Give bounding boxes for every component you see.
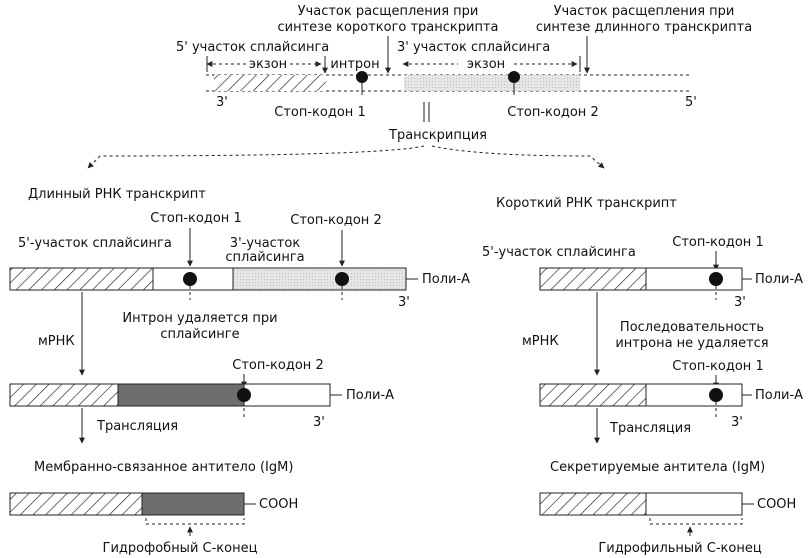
long-mrna-polyA-label: Поли-А	[346, 388, 394, 403]
gene-stop2-label: Стоп-кодон 2	[507, 105, 598, 120]
long-transcript-branch: Длинный РНК транскрипт Стоп-кодон 1 Стоп…	[9, 187, 470, 556]
transcription-branch-left	[87, 145, 425, 169]
short-mrna-stop1-marker	[709, 388, 723, 402]
short-transcript-branch: Короткий РНК транскрипт 5'-участок сплай…	[482, 196, 803, 556]
long-mrna-exon1	[9, 383, 119, 407]
short-mrna-polyA-label: Поли-А	[755, 388, 803, 403]
hydrophilic-terminus-label: Гидрофильный С-конец	[598, 541, 762, 556]
gene-stop1-label: Стоп-кодон 1	[274, 105, 365, 120]
short-polyA-label: Поли-А	[755, 272, 803, 287]
long-splice3-label-line2: сплайсинга	[225, 250, 304, 265]
long-splice5-label: 5'-участок сплайсинга	[18, 236, 172, 251]
splice5-label: 5' участок сплайсинга	[176, 40, 329, 55]
gene-end5: 5'	[685, 95, 697, 110]
short-mrna-exon1	[539, 383, 647, 407]
intron-label: интрон	[330, 57, 379, 72]
long-stop2-marker	[335, 272, 349, 286]
exon1-label: экзон	[249, 57, 287, 72]
gene-end3: 3'	[216, 95, 228, 110]
short-stop1b-label: Стоп-кодон 1	[672, 359, 763, 374]
long-stop1-label: Стоп-кодон 1	[150, 211, 241, 226]
cleavage-long-label-line1: Участок расщепления при	[554, 4, 735, 19]
secreted-cooh-label: COOH	[757, 497, 796, 512]
transcription-branch-right	[431, 145, 605, 169]
secreted-antibody-label: Секретируемые антитела (IgM)	[550, 460, 765, 475]
short-stop1-marker	[709, 272, 723, 286]
top-gene: Участок расщепления при синтезе коротког…	[87, 4, 752, 169]
cleavage-short-label-line1: Участок расщепления при	[298, 4, 479, 19]
short-splice5-label: 5'-участок сплайсинга	[482, 245, 636, 260]
long-translation-label: Трансляция	[96, 419, 178, 434]
long-stop2-label: Стоп-кодон 2	[290, 213, 381, 228]
short-mrna-label: мРНК	[522, 334, 559, 349]
exon2-label: экзон	[467, 57, 505, 72]
long-stop2b-label: Стоп-кодон 2	[232, 358, 323, 373]
long-mrna-stop2-marker	[237, 388, 251, 402]
membrane-antibody-region2	[141, 492, 245, 516]
long-exon1	[9, 267, 154, 291]
long-mrna-exon2	[117, 383, 245, 407]
splice3-label: 3' участок сплайсинга	[397, 40, 550, 55]
intron-removed-label-line1: Интрон удаляется при	[122, 311, 277, 326]
gene-exon2	[404, 75, 580, 91]
membrane-antibody-label: Мембранно-связанное антитело (IgM)	[34, 460, 293, 475]
short-exon1	[539, 267, 647, 291]
long-splice3-label-line1: 3'-участок	[230, 236, 301, 251]
hydrophilic-bracket	[649, 518, 743, 525]
long-polyA-label: Поли-А	[422, 272, 470, 287]
long-transcript-title: Длинный РНК транскрипт	[28, 187, 206, 202]
long-end3: 3'	[398, 295, 410, 310]
short-translation-label: Трансляция	[609, 421, 691, 436]
long-mrna-end3: 3'	[313, 415, 325, 430]
long-intron-region	[232, 267, 407, 291]
hydrophobic-terminus-label: Гидрофобный С-конец	[103, 541, 258, 556]
short-transcript-title: Короткий РНК транскрипт	[496, 196, 677, 211]
membrane-cooh-label: COOH	[259, 497, 298, 512]
short-end3: 3'	[734, 295, 746, 310]
membrane-antibody-region1	[9, 492, 143, 516]
transcription-label: Транскрипция	[388, 128, 487, 143]
secreted-antibody-region1	[539, 492, 647, 516]
cleavage-long-label-line2: синтезе длинного транскрипта	[536, 20, 752, 35]
long-mrna-label: мРНК	[38, 334, 75, 349]
long-stop1-marker	[183, 272, 197, 286]
gene-exon1	[214, 75, 326, 91]
gene-stop2-marker	[508, 71, 520, 83]
short-mrna-end3: 3'	[731, 415, 743, 430]
short-stop1-label: Стоп-кодон 1	[672, 235, 763, 250]
hydrophobic-bracket	[145, 518, 245, 525]
cleavage-short-label-line2: синтезе короткого транскрипта	[277, 20, 498, 35]
gene-stop1-marker	[356, 71, 368, 83]
intron-kept-label-line2: интрона не удаляется	[615, 336, 768, 351]
intron-removed-label-line2: сплайсинге	[160, 327, 239, 342]
intron-kept-label-line1: Последовательность	[620, 320, 764, 335]
